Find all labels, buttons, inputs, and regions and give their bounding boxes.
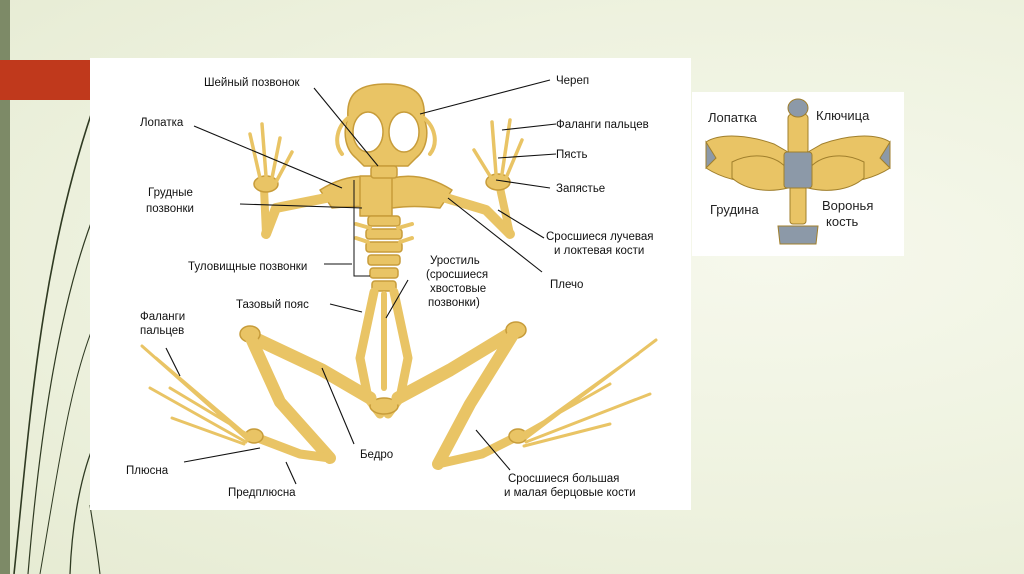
label-cervical-vertebra: Шейный позвонок xyxy=(204,77,300,89)
label-toe-phalanges-2: пальцев xyxy=(140,325,184,337)
label-femur: Бедро xyxy=(360,449,393,461)
label-thoracic-1: Грудные xyxy=(148,187,193,199)
left-accent-bar xyxy=(0,0,10,574)
label-radioulna-2: и локтевая кости xyxy=(554,245,644,257)
label-radioulna-1: Сросшиеся лучевая xyxy=(546,231,654,243)
pelvic-girdle xyxy=(355,287,413,419)
label-wrist: Запястье xyxy=(556,183,605,195)
decorative-curves xyxy=(13,99,101,574)
inset-label-coracoid-2: кость xyxy=(826,214,859,229)
label-thoracic-2: позвонки xyxy=(146,203,194,215)
vertebral-column xyxy=(354,165,414,292)
inset-drawing: Лопатка Ключица Грудина Воронья кость xyxy=(705,98,891,245)
label-scapula: Лопатка xyxy=(140,117,184,129)
inset-label-sternum: Грудина xyxy=(710,202,759,217)
leader-lines xyxy=(165,79,557,485)
label-trunk-vertebrae: Туловищные позвонки xyxy=(188,261,307,273)
inset-label-coracoid-1: Воронья xyxy=(822,198,873,213)
pectoral-girdle xyxy=(319,175,453,217)
frog-skeleton-diagram: Шейный позвонок Череп Лопатка Фаланги па… xyxy=(90,58,691,510)
label-metacarpus: Пясть xyxy=(556,149,588,161)
label-urostyle-3: хвостовые xyxy=(430,283,486,295)
label-urostyle-1: Уростиль xyxy=(430,255,480,267)
thoracic-bracket xyxy=(353,180,370,277)
label-toe-phalanges-1: Фаланги xyxy=(140,311,185,323)
inset-label-scapula: Лопатка xyxy=(708,110,758,125)
label-urostyle-2: (сросшиеся xyxy=(426,269,488,281)
label-finger-phalanges: Фаланги пальцев xyxy=(556,119,649,131)
label-tarsus: Предплюсна xyxy=(228,487,296,499)
title-accent-tab xyxy=(0,60,90,100)
inset-bones xyxy=(705,98,891,245)
skeleton-labels: Шейный позвонок Череп Лопатка Фаланги па… xyxy=(126,75,654,499)
label-metatarsus: Плюсна xyxy=(126,465,169,477)
label-urostyle-4: позвонки) xyxy=(428,297,480,309)
left-hindlimb xyxy=(140,325,377,464)
label-skull: Череп xyxy=(556,75,589,87)
right-hindlimb xyxy=(391,321,658,470)
label-tibiofibula-2: и малая берцовые кости xyxy=(504,487,636,499)
right-forelimb xyxy=(441,118,524,239)
title-accent-fill xyxy=(0,60,90,100)
label-tibiofibula-1: Сросшиеся большая xyxy=(508,473,619,485)
left-forelimb xyxy=(248,122,331,239)
label-pelvic-girdle: Тазовый пояс xyxy=(236,299,309,311)
label-humerus: Плечо xyxy=(550,279,583,291)
pectoral-girdle-inset: Лопатка Ключица Грудина Воронья кость xyxy=(692,92,904,256)
skeleton-drawing: Шейный позвонок Череп Лопатка Фаланги па… xyxy=(126,75,658,499)
skull-bone xyxy=(335,83,437,167)
inset-label-clavicle: Ключица xyxy=(816,108,870,123)
